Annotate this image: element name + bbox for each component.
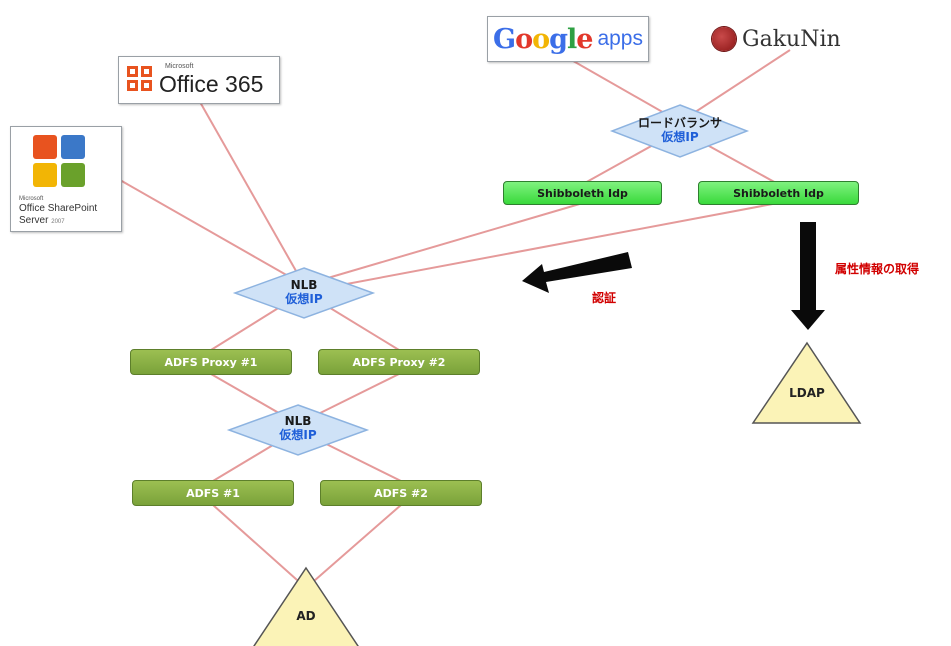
adfs-proxy-2: ADFS Proxy #2	[318, 349, 480, 375]
link-google-lb	[567, 57, 681, 123]
sharepoint-server: Server	[19, 215, 49, 226]
gakunin-seal-icon	[712, 27, 736, 51]
google-apps-logo: Google apps	[487, 16, 649, 62]
office-icon	[127, 66, 153, 92]
link-adfs1-ad	[212, 504, 307, 589]
attribute-arrow	[791, 222, 825, 330]
nlb-top-title: NLB	[290, 278, 318, 292]
office365-brand: Microsoft	[165, 63, 194, 70]
auth-label: 認証	[592, 291, 617, 305]
link-shib2-nlb	[303, 202, 779, 293]
adfs-2: ADFS #2	[320, 480, 482, 506]
load-balancer-vip: 仮想IP	[661, 130, 699, 144]
load-balancer-title: ロードバランサ	[637, 116, 722, 130]
nlb-bottom-title: NLB	[284, 414, 312, 428]
gakunin-text: GakuNin	[742, 26, 841, 52]
google-wordmark: Google	[493, 23, 593, 55]
adfs-proxy-1: ADFS Proxy #1	[130, 349, 292, 375]
link-shib1-nlb	[303, 202, 584, 286]
shibboleth-idp-2: Shibboleth Idp	[698, 181, 859, 205]
sharepoint-line2: Office SharePoint	[19, 203, 98, 214]
link-sharepoint-nlb	[119, 179, 305, 286]
sharepoint-logo: Microsoft Office SharePoint Server 2007	[10, 126, 122, 232]
sharepoint-year: 2007	[51, 219, 65, 225]
nlb-bottom-diamond	[226, 404, 370, 456]
sharepoint-brand: Microsoft	[19, 196, 44, 202]
sharepoint-icon	[33, 135, 89, 191]
nlb-top-label: NLB 仮想IP	[254, 278, 354, 306]
ad-triangle	[253, 566, 359, 646]
ad-label: AD	[296, 609, 316, 623]
ldap-label: LDAP	[789, 386, 825, 400]
nlb-top-vip: 仮想IP	[285, 292, 323, 306]
apps-text: apps	[597, 27, 643, 50]
auth-arrow	[522, 252, 632, 293]
link-gakunin-lb	[679, 49, 791, 123]
nlb-bottom-label: NLB 仮想IP	[248, 414, 348, 442]
link-o365-nlb	[199, 101, 305, 286]
ldap-triangle	[751, 341, 862, 424]
sharepoint-line3: Server 2007	[19, 215, 65, 226]
link-adfs2-ad	[305, 504, 402, 589]
gakunin-logo: GakuNin	[712, 24, 841, 54]
nlb-top-diamond	[232, 267, 376, 319]
attribute-fetch-label: 属性情報の取得	[835, 262, 920, 276]
office365-text: Office 365	[159, 71, 264, 97]
nlb-bottom-vip: 仮想IP	[279, 428, 317, 442]
office365-logo: Microsoft Office 365	[118, 56, 280, 104]
load-balancer-diamond	[609, 104, 750, 158]
adfs-1: ADFS #1	[132, 480, 294, 506]
load-balancer-label: ロードバランサ 仮想IP	[610, 116, 750, 144]
shibboleth-idp-1: Shibboleth Idp	[503, 181, 662, 205]
